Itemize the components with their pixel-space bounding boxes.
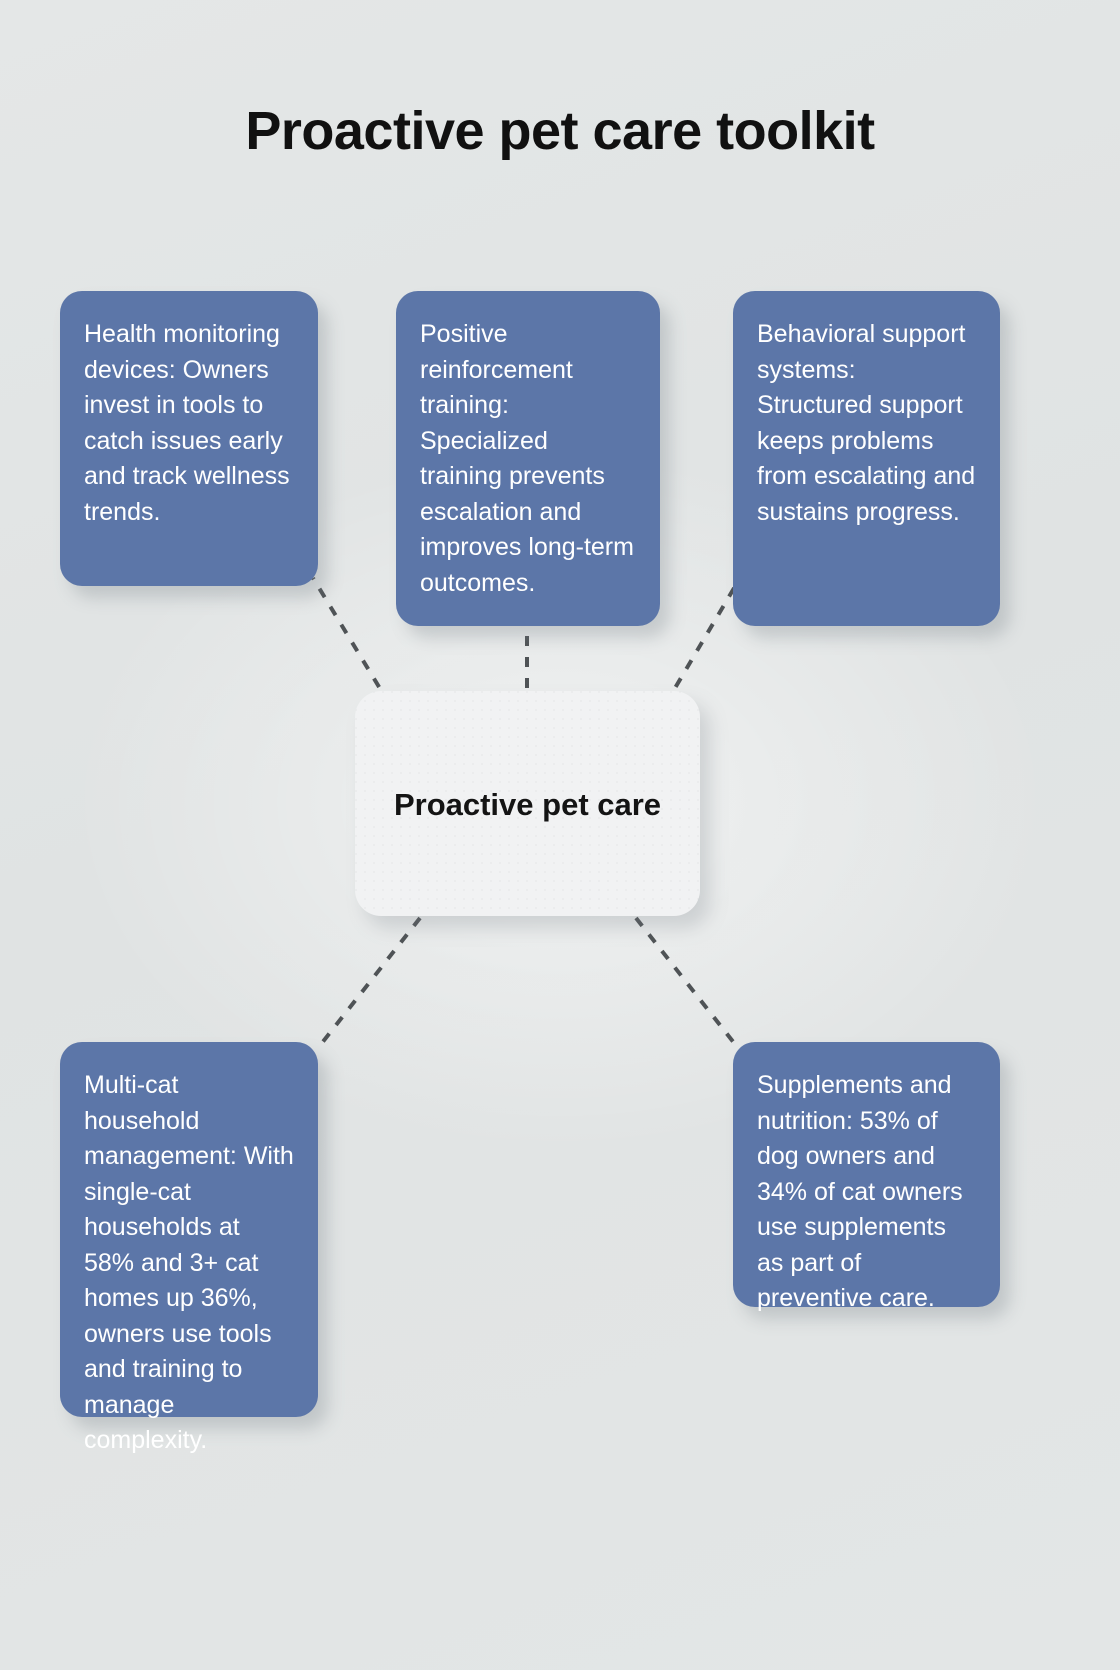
node-behavioral-support-systems[interactable]: Behavioral support systems: Structured s… — [733, 291, 1000, 626]
node-multi-cat-household-management[interactable]: Multi-cat household management: With sin… — [60, 1042, 318, 1454]
node-label: Multi-cat household management: With sin… — [84, 1071, 301, 1454]
node-health-monitoring-devices[interactable]: Health monitoring devices: Owners invest… — [60, 291, 318, 586]
node-label: Health monitoring devices: Owners invest… — [84, 320, 297, 526]
node-center-proactive-pet-care[interactable]: Proactive pet care — [355, 691, 700, 916]
connector-center-to-health-monitoring-devices — [311, 576, 392, 707]
center-label: Proactive pet care — [393, 787, 662, 823]
node-positive-reinforcement-training[interactable]: Positive reinforcement training: Special… — [396, 291, 660, 626]
node-label: Behavioral support systems: Structured s… — [757, 320, 983, 526]
node-supplements-and-nutrition[interactable]: Supplements and nutrition: 53% of dog ow… — [733, 1042, 1000, 1312]
connector-center-to-supplements-and-nutrition — [634, 916, 740, 1050]
node-label: Positive reinforcement training: Special… — [420, 320, 641, 597]
page-title: Proactive pet care toolkit — [245, 101, 875, 161]
node-label: Supplements and nutrition: 53% of dog ow… — [757, 1071, 970, 1312]
connector-center-to-behavioral-support-systems — [663, 576, 742, 707]
connector-center-to-multi-cat-household-management — [316, 916, 422, 1050]
